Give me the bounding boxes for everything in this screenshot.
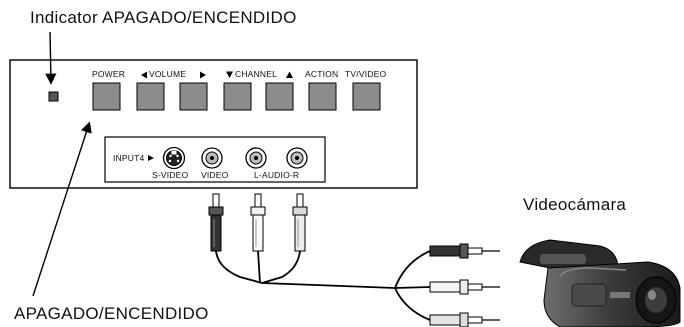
tv-video-button-shape [352, 82, 381, 111]
channel-down-button-shape [223, 82, 252, 111]
rca-jack-icon [201, 147, 223, 169]
channel-up-button-shape [265, 82, 294, 111]
svideo-label: S-VIDEO [152, 170, 189, 180]
power-button-label: POWER [92, 69, 126, 79]
input-arrow-icon [148, 155, 154, 161]
video-label: VIDEO [201, 170, 229, 180]
rca-plug-icon [429, 279, 500, 295]
indicator-callout: Indicator APAGADO/ENCENDIDO [30, 8, 297, 27]
input-label: INPUT4 [113, 153, 145, 163]
up-triangle-icon [286, 71, 293, 78]
right-triangle-icon [200, 71, 206, 79]
rca-plug-icon [429, 312, 500, 327]
channel-label: CHANNEL [235, 69, 278, 79]
rca-jack-icon [286, 147, 308, 169]
svideo-jack-icon [162, 146, 186, 170]
power-indicator-led [48, 91, 59, 102]
power-callout: APAGADO/ENCENDIDO [14, 304, 209, 323]
indicator-arrow [45, 31, 57, 85]
left-triangle-icon [141, 71, 147, 79]
rca-plug-icon [208, 193, 224, 252]
volume-label: VOLUME [149, 69, 187, 79]
av-cable [215, 250, 431, 321]
camcorder-icon [519, 239, 681, 327]
camcorder-callout: Videocámara [523, 195, 627, 214]
volume-up-button-shape [179, 82, 208, 111]
rca-plug-icon [429, 243, 500, 259]
action-button-shape [308, 82, 337, 111]
volume-down-button-shape [136, 82, 165, 111]
power-button-shape [92, 82, 121, 111]
tv-video-label: TV/VIDEO [345, 69, 387, 79]
rca-plug-icon [250, 193, 266, 252]
audio-label: L-AUDIO-R [254, 170, 300, 180]
action-label: ACTION [305, 69, 339, 79]
down-triangle-icon [226, 71, 233, 78]
rca-plug-icon [292, 193, 308, 252]
rca-jack-icon [245, 147, 267, 169]
power-arrow [32, 121, 92, 297]
